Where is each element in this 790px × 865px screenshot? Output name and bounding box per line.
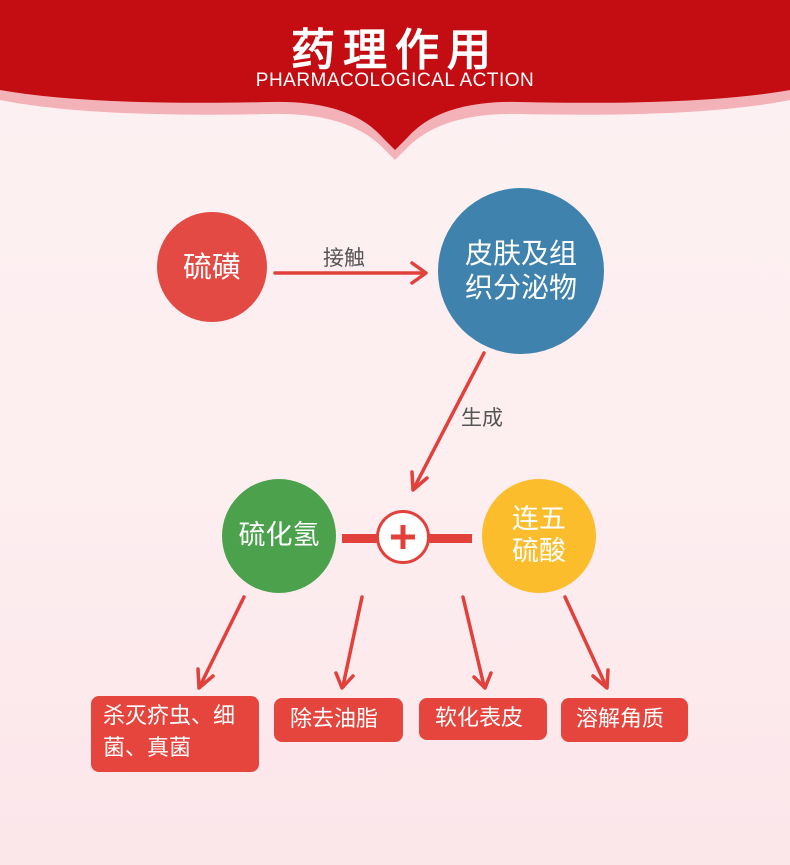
page-title: 药理作用 bbox=[291, 25, 499, 76]
arrow-effect-2 bbox=[341, 595, 364, 688]
arrow-generate bbox=[412, 351, 486, 490]
header-banner bbox=[0, 0, 790, 160]
effect-1-line1: 杀灭疥虫、细 bbox=[103, 704, 236, 729]
edge-label-contact: 接触 bbox=[323, 246, 365, 270]
arrowhead-effect-1 bbox=[196, 667, 215, 690]
effect-2-line1: 除去油脂 bbox=[290, 707, 379, 732]
arrowhead-contact bbox=[410, 261, 428, 285]
effect-4-line1: 溶解角质 bbox=[576, 707, 665, 732]
effect-3-line1: 软化表皮 bbox=[435, 706, 524, 731]
effect-box-soften-epidermis: 软化表皮 bbox=[419, 698, 547, 740]
node-hydrogen-sulfide-label: 硫化氢 bbox=[238, 519, 320, 551]
node-pentathionic-acid-line2: 硫酸 bbox=[512, 536, 566, 567]
arrowhead-effect-4 bbox=[591, 668, 610, 690]
plus-bar-right bbox=[428, 534, 472, 543]
node-hydrogen-sulfide: 硫化氢 bbox=[222, 479, 336, 593]
node-skin-secretion: 皮肤及组 织分泌物 bbox=[438, 188, 604, 354]
node-sulfur-label: 硫磺 bbox=[182, 249, 241, 284]
effect-1-line2: 菌、真菌 bbox=[103, 735, 192, 761]
arrowhead-generate bbox=[410, 470, 429, 492]
effect-box-kill-parasites: 杀灭疥虫、细 菌、真菌 bbox=[91, 696, 259, 772]
node-skin-secretion-line2: 织分泌物 bbox=[464, 271, 577, 304]
edge-label-generate: 生成 bbox=[461, 406, 503, 430]
node-pentathionic-acid: 连五 硫酸 bbox=[482, 479, 596, 593]
effect-box-dissolve-keratin: 溶解角质 bbox=[561, 698, 688, 742]
arrow-effect-4 bbox=[563, 595, 608, 688]
node-skin-secretion-line1: 皮肤及组 bbox=[464, 237, 577, 271]
node-sulfur: 硫磺 bbox=[157, 212, 267, 322]
arrow-effect-3 bbox=[461, 595, 486, 688]
plus-icon bbox=[376, 510, 430, 564]
effect-box-remove-grease: 除去油脂 bbox=[274, 698, 403, 742]
plus-bar-left bbox=[342, 534, 378, 543]
node-pentathionic-acid-line1: 连五 bbox=[512, 503, 566, 535]
arrowhead-effect-3 bbox=[472, 671, 493, 690]
arrow-effect-1 bbox=[198, 595, 246, 688]
page-subtitle: PHARMACOLOGICAL ACTION bbox=[255, 70, 535, 91]
arrowhead-effect-2 bbox=[334, 671, 355, 690]
